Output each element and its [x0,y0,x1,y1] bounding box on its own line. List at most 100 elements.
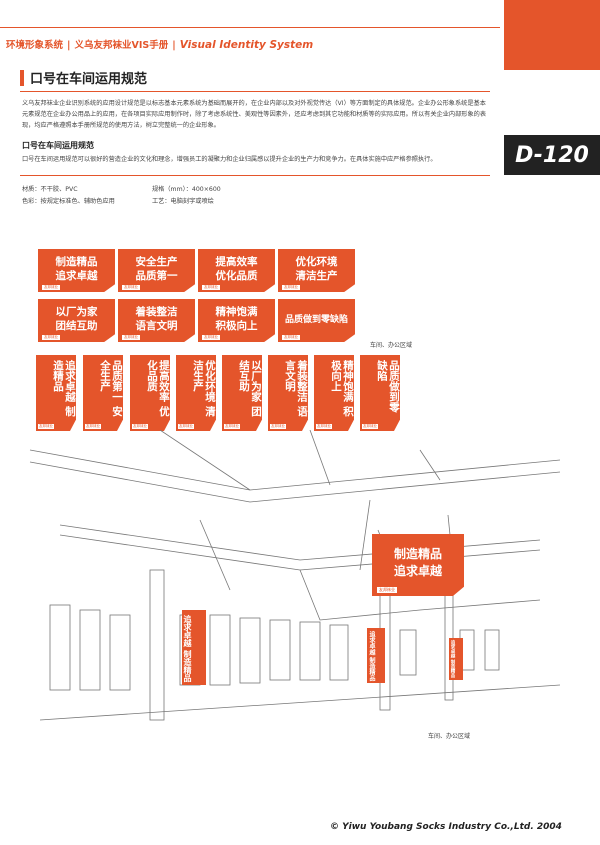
company-logo: 友邦袜业 [122,285,140,290]
sign-text: 追求卓越 制造精品 [450,640,455,678]
company-logo: 友邦袜业 [132,424,148,429]
slogan-sign-horizontal: 优化环境清洁生产 友邦袜业 [278,249,355,292]
company-logo: 友邦袜业 [122,335,140,340]
sign-text: 追求卓越 制造精品 [183,614,192,682]
slogan-sign-vertical: 优化环境 清洁生产友邦袜业 [176,355,216,431]
sign-line: 以厂为家 [55,306,98,318]
company-logo: 友邦袜业 [202,335,220,340]
company-logo: 友邦袜业 [178,424,194,429]
sign-line: 优化环境 [295,256,338,268]
ceiling-beam [29,461,561,503]
sign-line: 品质做到零缺陷 [284,315,348,325]
sign-line: 着装整洁 [135,306,178,318]
sign-line: 追求卓越 [393,564,442,578]
ceiling-beam [159,430,251,491]
company-logo: 友邦袜业 [316,424,332,429]
page-title: 口号在车间运用规范 [30,72,148,87]
slogan-sign-vertical: 以厂为家 团结互助友邦袜业 [222,355,262,431]
sign-text: 提高效率 优化品质 [146,360,170,417]
spec-size: 规格（mm）：400×600 [152,186,221,193]
slogan-sign-horizontal: 精神饱满积极向上 友邦袜业 [198,299,275,342]
ceiling-beam [59,524,541,561]
sign-line: 安全生产 [135,256,178,268]
sign-line: 制造精品 [393,547,442,561]
company-logo: 友邦袜业 [270,424,286,429]
ceiling-beam [199,519,231,591]
section-rule [20,175,490,176]
section-description: 口号在车间运用规范可以很好的营造企业的文化和理念，增强员工的凝聚力和企业归属感以… [22,156,437,163]
ceiling-beam [309,430,331,486]
page-code-badge: D-120 [504,135,600,175]
ceiling-beam [419,449,441,481]
pillar-slogan-sign: 追求卓越 制造精品 [367,628,385,683]
intro-paragraph: 义乌友邦袜业企业识别系统的应用设计规范是以标志基本元素系统为基础而展开的，在企业… [22,100,487,129]
header-section: 环境形象系统 [6,40,64,51]
caption-workshop: 车间、办公区域 [370,342,413,349]
corner-accent-block [504,0,600,70]
copyright-footer: © Yiwu Youbang Socks Industry Co.,Ltd. 2… [330,822,562,832]
slogan-sign-horizontal: 以厂为家团结互助 友邦袜业 [38,299,115,342]
pillar-slogan-sign: 追求卓越 制造精品 [449,638,463,680]
sign-line: 积极向上 [215,320,258,332]
sign-text: 着装整洁 语言文明 [284,360,308,417]
sign-line: 清洁生产 [295,270,338,282]
company-logo: 友邦袜业 [42,285,60,290]
slogan-sign-vertical: 提高效率 优化品质友邦袜业 [130,355,170,431]
sign-line: 优化品质 [215,270,258,282]
company-logo: 友邦袜业 [85,424,101,429]
sign-line: 制造精品 [55,256,98,268]
slogan-sign-vertical: 品质第一 安全生产友邦袜业 [83,355,123,431]
spec-material: 材质：不干胶、PVC [22,186,78,193]
pillar-slogan-sign: 追求卓越 制造精品 [182,610,206,685]
sign-text: 追求卓越 制造精品 [368,630,375,682]
slogan-sign-horizontal: 安全生产品质第一 友邦袜业 [118,249,195,292]
slogan-sign-horizontal: 着装整洁语言文明 友邦袜业 [118,299,195,342]
company-logo: 友邦袜业 [202,285,220,290]
column [149,569,165,721]
sign-line: 提高效率 [215,256,258,268]
sign-text: 以厂为家 团结互助 [238,360,262,417]
ceiling-beam [29,449,561,491]
spec-craft: 工艺：电脑刻字或喷绘 [152,198,214,205]
title-accent-bar [20,70,24,86]
window-row [49,604,500,691]
manual-header: 环境形象系统|义乌友邦袜业VIS手册|Visual Identity Syste… [6,39,314,51]
slogan-sign-horizontal: 品质做到零缺陷 友邦袜业 [278,299,355,342]
header-english: Visual Identity System [179,39,314,51]
company-logo: 友邦袜业 [282,335,300,340]
slogan-sign-horizontal: 提高效率优化品质 友邦袜业 [198,249,275,292]
company-logo: 友邦袜业 [377,587,397,593]
slogan-sign-horizontal: 制造精品追求卓越 友邦袜业 [38,249,115,292]
section-subtitle: 口号在车间运用规范 [22,141,94,150]
company-logo: 友邦袜业 [362,424,378,429]
ceiling-beam [299,569,541,621]
sign-line: 团结互助 [55,320,98,332]
floor-line [39,684,561,721]
sign-line: 语言文明 [135,320,178,332]
slogan-sign-vertical: 精神饱满 积极向上友邦袜业 [314,355,354,431]
ceiling-beam [59,534,541,571]
title-rule [20,91,490,92]
workshop-illustration [29,430,561,721]
slogan-sign-vertical: 着装整洁 语言文明友邦袜业 [268,355,308,431]
spec-color: 色彩：按规定标准色、辅助色应用 [22,198,115,205]
ceiling-beam [359,499,371,571]
sign-text: 精神饱满 积极向上 [330,360,354,417]
slogan-sign-vertical: 品质做到零缺陷友邦袜业 [360,355,400,431]
caption-workshop: 车间、办公区域 [428,733,471,740]
company-logo: 友邦袜业 [42,335,60,340]
sign-line: 精神饱满 [215,306,258,318]
hanging-wire [447,514,451,536]
sign-line: 追求卓越 [55,270,98,282]
header-manual-name: 义乌友邦袜业VIS手册 [74,40,169,51]
company-logo: 友邦袜业 [224,424,240,429]
company-logo: 友邦袜业 [38,424,54,429]
sign-text: 品质第一 安全生产 [99,360,123,417]
header-rule [0,27,500,28]
company-logo: 友邦袜业 [282,285,300,290]
hanging-slogan-sign: 制造精品追求卓越 友邦袜业 [372,534,464,596]
sign-text: 追求卓越 制造精品 [52,360,76,417]
sign-line: 品质第一 [135,270,178,282]
slogan-sign-vertical: 追求卓越 制造精品友邦袜业 [36,355,76,431]
sign-text: 品质做到零缺陷 [376,360,400,413]
